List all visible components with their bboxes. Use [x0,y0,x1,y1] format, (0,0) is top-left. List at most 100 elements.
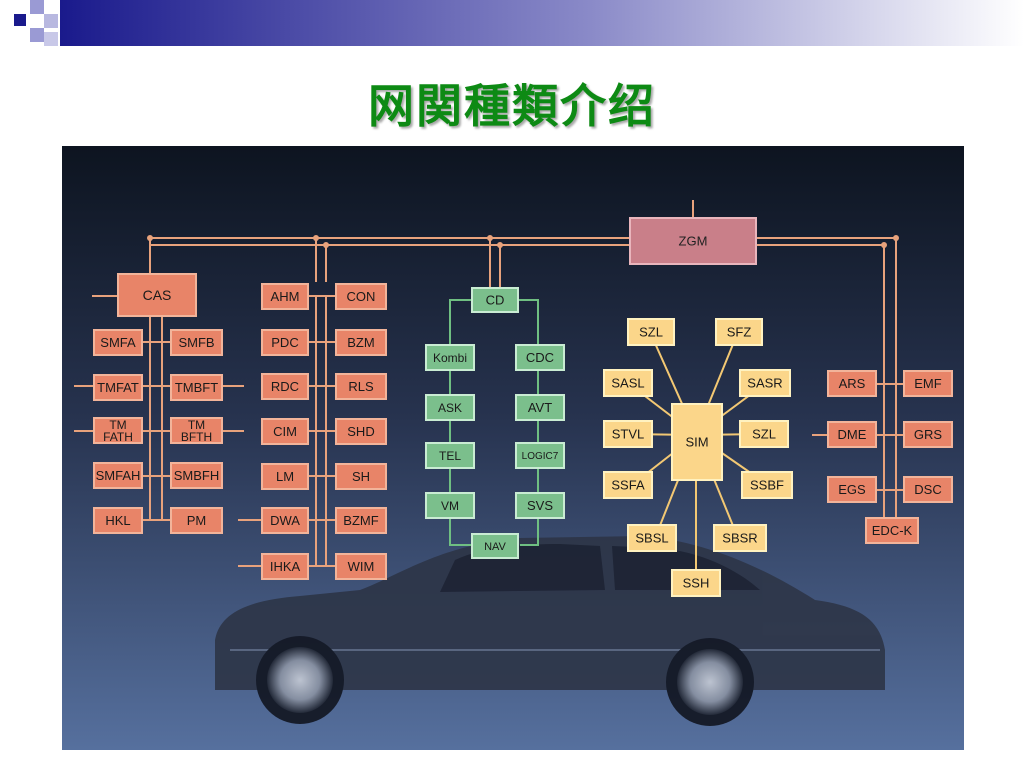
corner-square [44,32,58,46]
header-bar [60,0,1024,46]
node-ask-label: ASK [438,401,462,415]
node-smfa-label: SMFA [100,335,136,350]
node-sbsl-8: SBSL [627,524,677,552]
node-ihka: IHKA [261,553,309,580]
slide-decoration [0,0,1024,52]
node-emf: EMF [903,370,953,397]
corner-square [14,14,26,26]
node-nav: NAV [471,533,519,559]
node-smbfh-label: SMBFH [174,468,220,483]
node-cd: CD [471,287,519,313]
node-rls-label: RLS [348,379,374,394]
node-logic7-label: LOGIC7 [522,451,559,462]
node-shd-label: SHD [347,424,374,439]
node-rdc-label: RDC [271,379,299,394]
node-sfz-1: SFZ [715,318,763,346]
node-lm-label: LM [276,469,294,484]
node-svs: SVS [515,492,565,519]
junction-dot [323,242,329,248]
node-cd-label: CD [486,293,505,308]
node-ssbf-7: SSBF [741,471,793,499]
page-title: 网関種類介绍 [368,79,656,133]
junction-dot [487,235,493,241]
node-sbsr-9-label: SBSR [722,531,757,546]
node-sasr-3: SASR [739,369,791,397]
node-egs-label: EGS [838,482,866,497]
node-bzmf-label: BZMF [343,513,378,528]
node-sfz-1-label: SFZ [727,325,752,340]
node-sbsr-9: SBSR [713,524,767,552]
node-pdc-label: PDC [271,335,298,350]
node-sh: SH [335,463,387,490]
node-zgm: ZGM [629,217,757,265]
node-edc-k: EDC-K [865,517,919,544]
node-grs: GRS [903,421,953,448]
junction-dot [313,235,319,241]
corner-square [44,14,58,28]
junction-dot [497,242,503,248]
node-cim-label: CIM [273,424,297,439]
node-cim: CIM [261,418,309,445]
junction-dot [893,235,899,241]
node-shd: SHD [335,418,387,445]
node-dsc-label: DSC [914,482,941,497]
node-sasr-3-label: SASR [747,376,782,391]
node-szl-5-label: SZL [752,427,776,442]
junction-dot [881,242,887,248]
node-rls: RLS [335,373,387,400]
node-kombi-label: Kombi [433,351,467,365]
node-szl-0-label: SZL [639,325,663,340]
node-ihka-label: IHKA [270,559,301,574]
node-sim-label: SIM [685,435,708,450]
node-avt-label: AVT [528,400,552,415]
node-hkl-label: HKL [105,513,130,528]
node-emf-label: EMF [914,376,942,391]
node-smfb: SMFB [170,329,223,356]
node-con-label: CON [347,289,376,304]
node-svs-label: SVS [527,498,553,513]
node-kombi: Kombi [425,344,475,371]
corner-square [30,0,44,14]
node-cdc-label: CDC [526,350,554,365]
node-hkl: HKL [93,507,143,534]
node-dwa: DWA [261,507,309,534]
node-lm: LM [261,463,309,490]
node-ahm-label: AHM [271,289,300,304]
node-cdc: CDC [515,344,565,371]
node-ssfa-6: SSFA [603,471,653,499]
node-smbfh: SMBFH [170,462,223,489]
node-tel-label: TEL [439,449,461,463]
node-smfa: SMFA [93,329,143,356]
node-bzm: BZM [335,329,387,356]
most-ring [449,299,539,546]
node-edc-k-label: EDC-K [872,523,913,538]
node-zgm-label: ZGM [679,234,708,249]
node-szl-0: SZL [627,318,675,346]
node-egs: EGS [827,476,877,503]
node-dme: DME [827,421,877,448]
node-tel: TEL [425,442,475,469]
node-wim-label: WIM [348,559,375,574]
node-ssh-10-label: SSH [683,576,710,591]
node-rdc: RDC [261,373,309,400]
wheel-icon [677,649,743,715]
node-sasl-2-label: SASL [611,376,644,391]
node-pm-label: PM [187,513,207,528]
node-ssh-10: SSH [671,569,721,597]
node-tmbft-label: TMBFT [175,380,218,395]
node-stvl-4: STVL [603,420,653,448]
node-logic7: LOGIC7 [515,442,565,469]
node-sasl-2: SASL [603,369,653,397]
node-tmfat: TMFAT [93,374,143,401]
node-szl-5: SZL [739,420,789,448]
node-con: CON [335,283,387,310]
node-tm-fath-label: FATH [103,430,133,444]
node-bzm-label: BZM [347,335,374,350]
node-ars-label: ARS [839,376,866,391]
node-wim: WIM [335,553,387,580]
node-avt: AVT [515,394,565,421]
node-tm-bfth-label: TM [188,418,205,432]
